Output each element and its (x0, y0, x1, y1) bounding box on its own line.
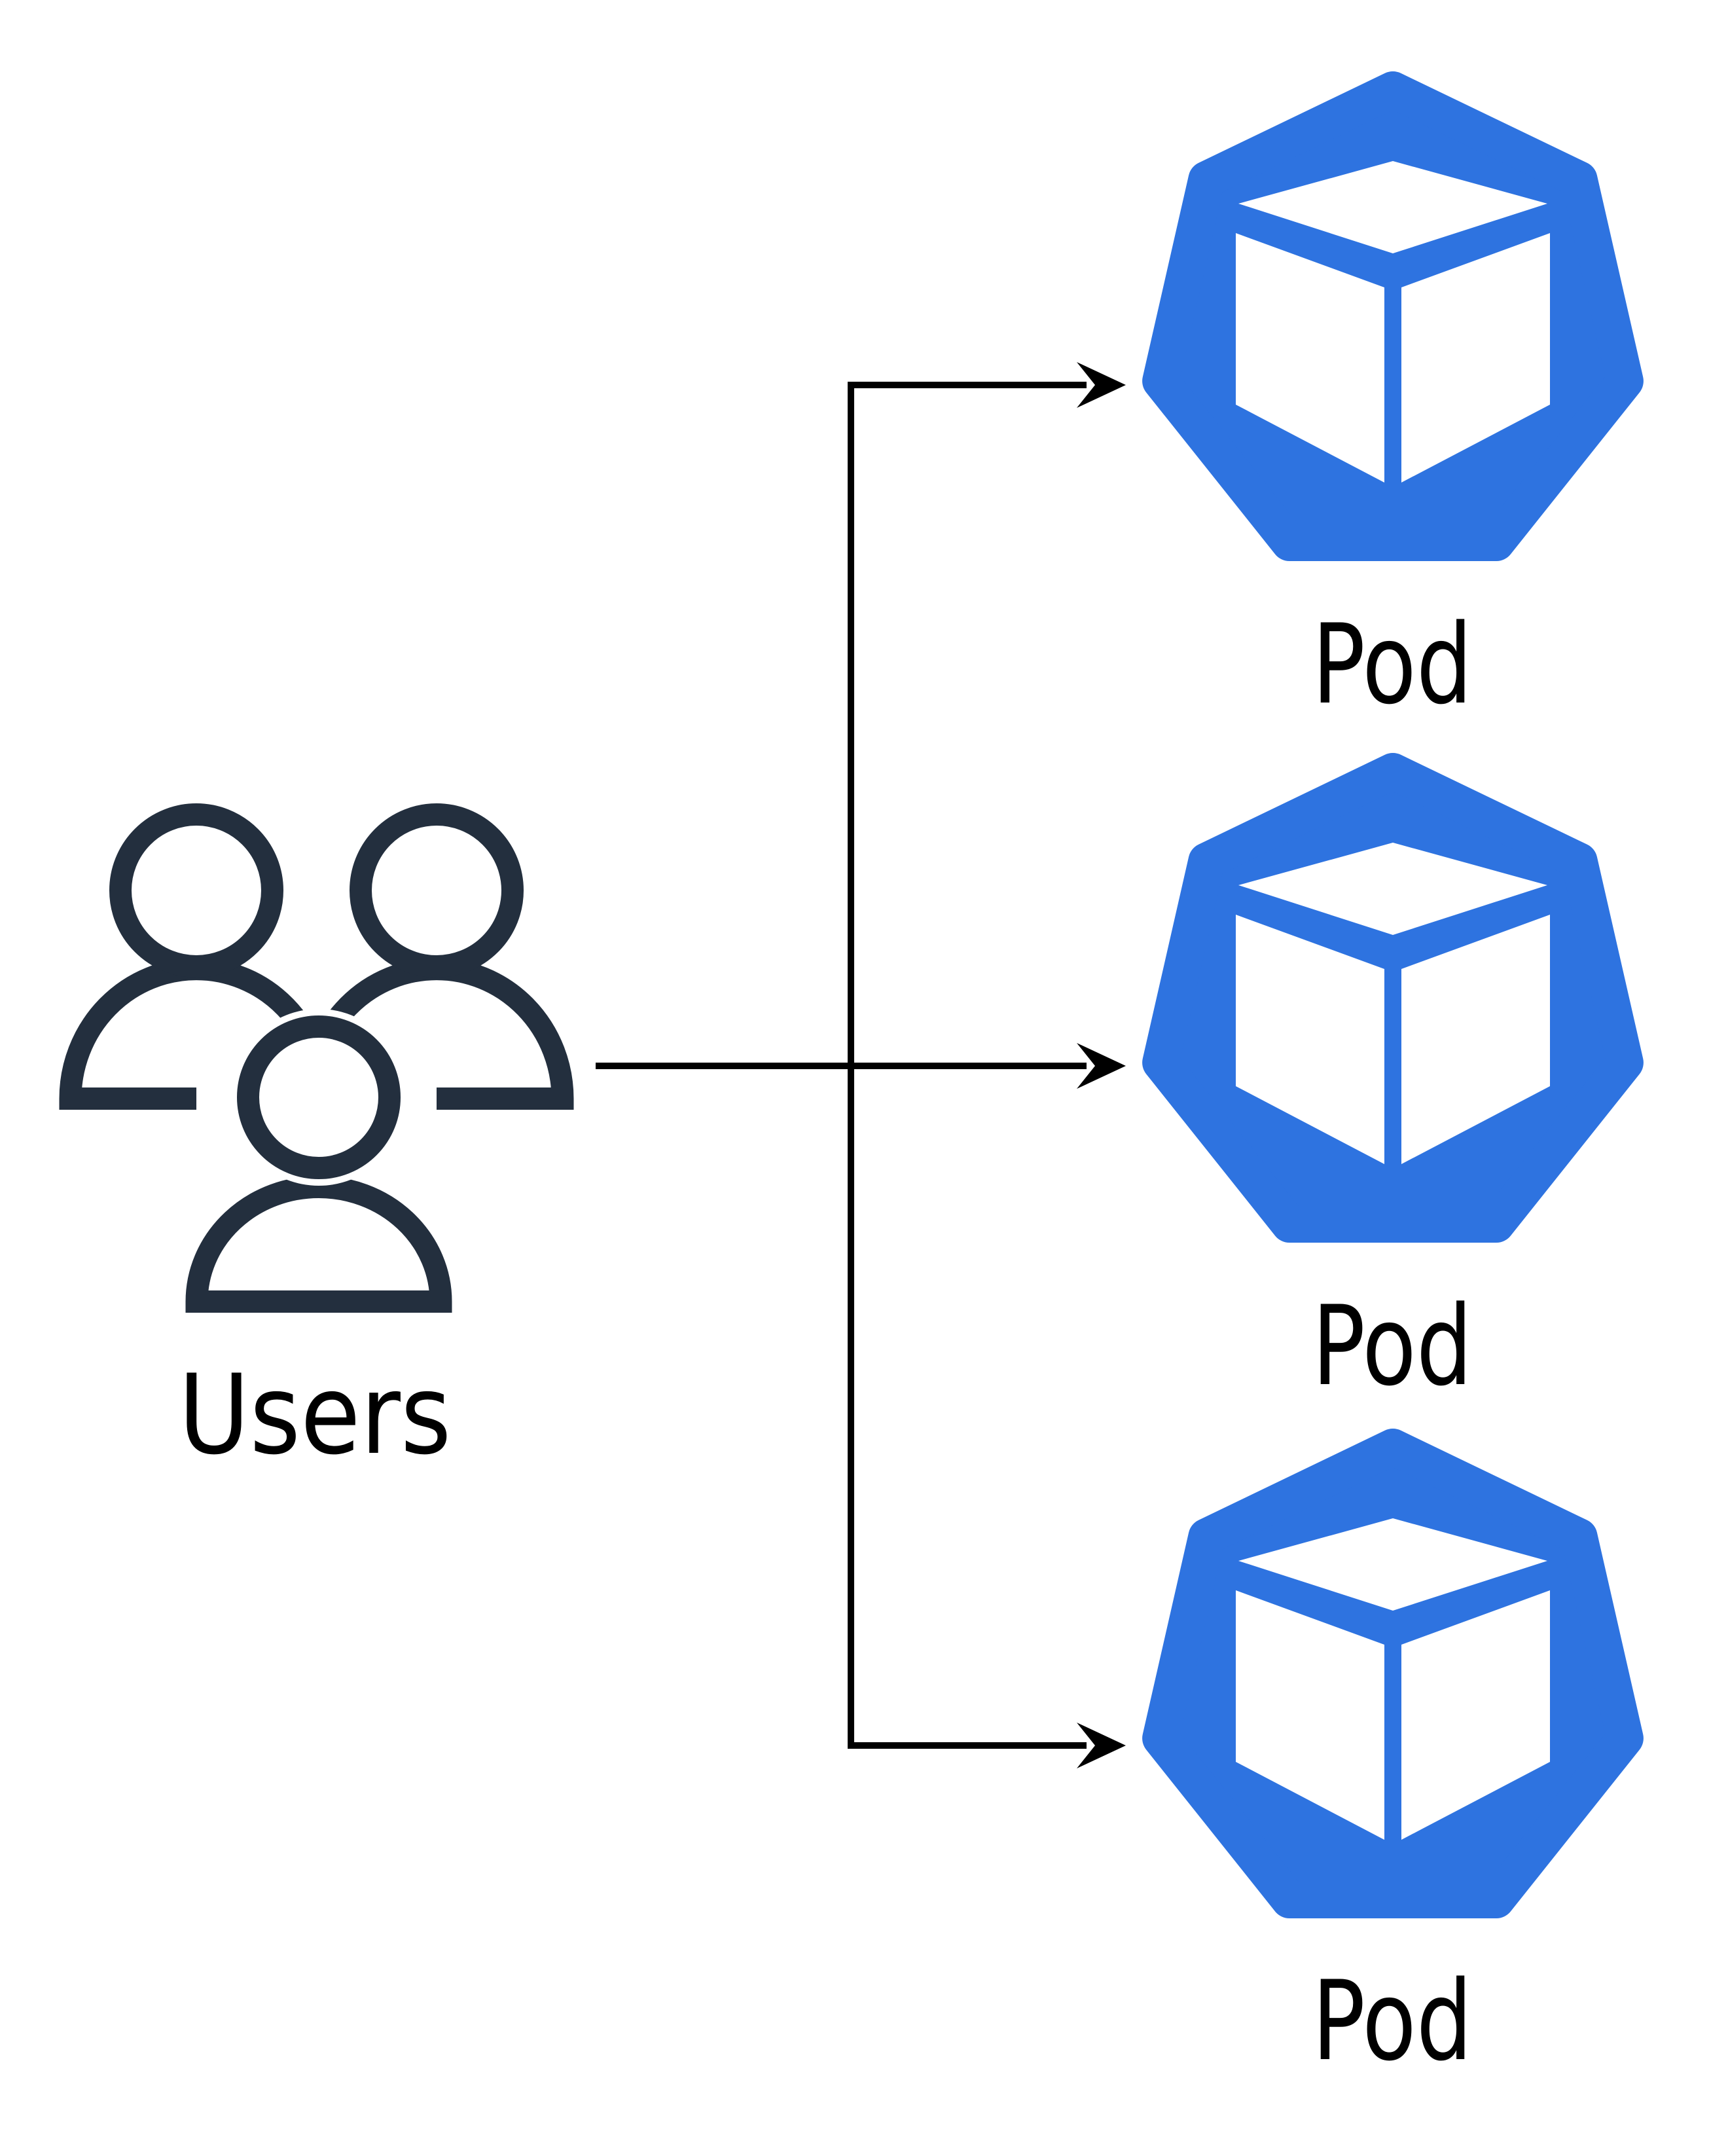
pod-icon-1 (1161, 90, 1625, 543)
pod-icon-3 (1161, 1447, 1625, 1900)
pod-label-3: Pod (1312, 1957, 1473, 2085)
connector-lines (596, 362, 1126, 1768)
pod-label-2: Pod (1312, 1282, 1473, 1410)
pod-icon-2 (1161, 771, 1625, 1224)
pod-label-1: Pod (1312, 600, 1473, 729)
users-label: Users (179, 1351, 452, 1479)
users-group-icon (59, 803, 574, 1313)
